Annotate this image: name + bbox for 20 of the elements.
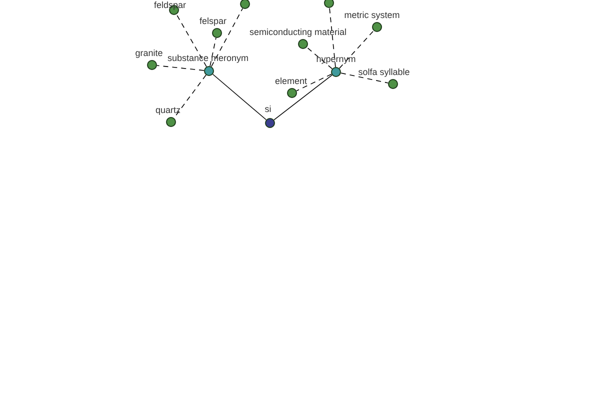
node-label: quartz [156,105,180,115]
dashed-line [338,30,374,69]
node-label: si [264,104,272,114]
dashed-line [306,46,333,70]
dashed-line [296,74,332,92]
node-label: semiconducting material [249,27,347,37]
node-label: substance meronym [167,53,249,63]
node-label: granite [135,48,163,58]
node-label: solfa syllable [358,67,410,77]
node-label: element [274,76,308,86]
line [274,74,332,120]
node-label: feldspar [154,0,186,10]
node-label: metric system [344,10,400,20]
dashed-line [156,65,204,71]
dashed-line [210,38,216,66]
node-label: felspar [200,16,226,26]
line [212,74,267,120]
dashed-line [176,14,207,68]
dashed-line [340,72,388,84]
dashed-line [210,8,244,67]
